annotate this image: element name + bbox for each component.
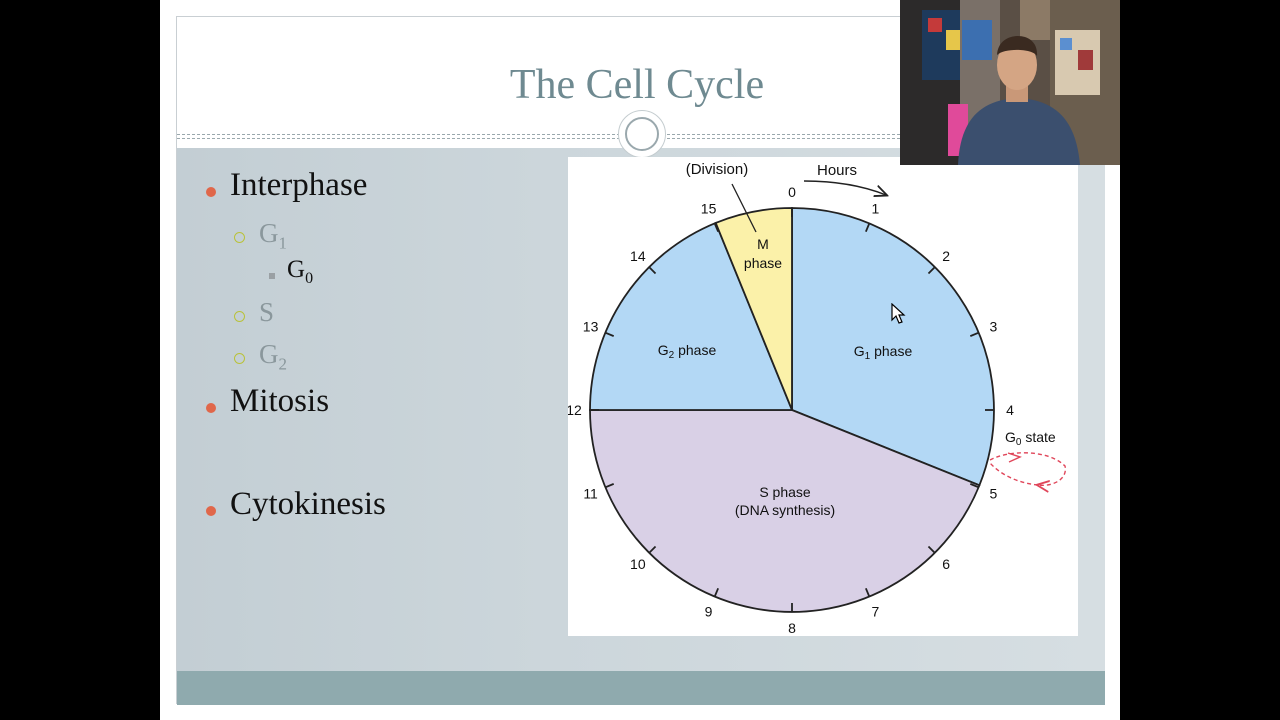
bullet-dot xyxy=(206,506,216,516)
bullet-g2: G2 xyxy=(259,339,287,374)
hour-label: 4 xyxy=(1006,402,1014,418)
g0-loop-arrow-bottom xyxy=(989,462,1039,486)
hour-tick xyxy=(969,331,979,337)
hour-tick-marks xyxy=(590,208,994,612)
hour-tick xyxy=(648,266,657,275)
bullet-g1: G1 xyxy=(259,218,287,253)
hour-label: 6 xyxy=(942,556,950,572)
m-phase-slice xyxy=(714,207,793,411)
sub-bullet-circle xyxy=(234,353,245,364)
slide-footer-bar xyxy=(177,671,1105,705)
hour-tick xyxy=(865,223,871,233)
sub-bullet-circle xyxy=(234,311,245,322)
presenter-webcam xyxy=(900,0,1120,165)
hour-tick xyxy=(713,223,719,233)
hour-tick xyxy=(713,587,719,597)
g0-state-label: G0 state xyxy=(1005,429,1056,448)
bullet-dot xyxy=(206,187,216,197)
slide-title: The Cell Cycle xyxy=(509,62,765,108)
hour-tick xyxy=(969,483,979,489)
hour-label: 8 xyxy=(788,620,796,636)
division-label: (Division) xyxy=(686,161,749,178)
s-phase-slice xyxy=(589,409,981,613)
bullet-dot xyxy=(206,403,216,413)
sub-sub-bullet-square xyxy=(269,273,275,279)
hour-label: 14 xyxy=(630,248,646,264)
g2-phase-slice xyxy=(589,221,794,411)
s-phase-label-2: (DNA synthesis) xyxy=(735,502,835,518)
bullet-s: S xyxy=(259,297,275,327)
g1-phase-slice xyxy=(791,207,995,487)
hour-label: 10 xyxy=(630,556,646,572)
hour-tick xyxy=(648,545,657,554)
hour-label: 7 xyxy=(872,603,880,619)
g0-arrowhead xyxy=(1007,452,1022,463)
clockwise-arrow xyxy=(803,180,886,195)
hour-label: 9 xyxy=(705,603,713,619)
m-phase-label-2: phase xyxy=(744,255,782,271)
hour-label: 5 xyxy=(990,485,998,501)
hour-tick xyxy=(865,587,871,597)
hour-tick xyxy=(927,545,936,554)
title-ring-ornament xyxy=(618,110,666,158)
bullet-cytokinesis: Cytokinesis xyxy=(230,486,386,522)
hour-tick xyxy=(605,331,615,337)
bullet-g0: G0 xyxy=(287,256,314,287)
g1-phase-label: G1 phase xyxy=(854,343,913,362)
sub-bullet-circle xyxy=(234,232,245,243)
hours-label: Hours xyxy=(817,162,857,179)
g2-phase-label: G2 phase xyxy=(658,342,717,361)
hour-label: 15 xyxy=(701,201,717,217)
hour-label: 12 xyxy=(568,402,582,418)
division-pointer-line xyxy=(731,183,757,233)
bullet-interphase: Interphase xyxy=(230,167,368,203)
hour-tick xyxy=(927,266,936,275)
hour-label: 2 xyxy=(942,248,950,264)
hour-label: 13 xyxy=(583,319,599,335)
hour-tick xyxy=(605,483,615,489)
s-phase-label-1: S phase xyxy=(759,484,811,500)
mouse-cursor-icon xyxy=(891,303,906,324)
hour-label: 3 xyxy=(990,319,998,335)
g0-loop-arrow-top xyxy=(989,452,1067,486)
m-phase-label-1: M xyxy=(757,236,769,252)
hour-label: 1 xyxy=(872,201,880,217)
hour-label: 0 xyxy=(788,184,796,200)
bullet-mitosis: Mitosis xyxy=(230,383,330,419)
hour-label: 11 xyxy=(583,485,598,501)
